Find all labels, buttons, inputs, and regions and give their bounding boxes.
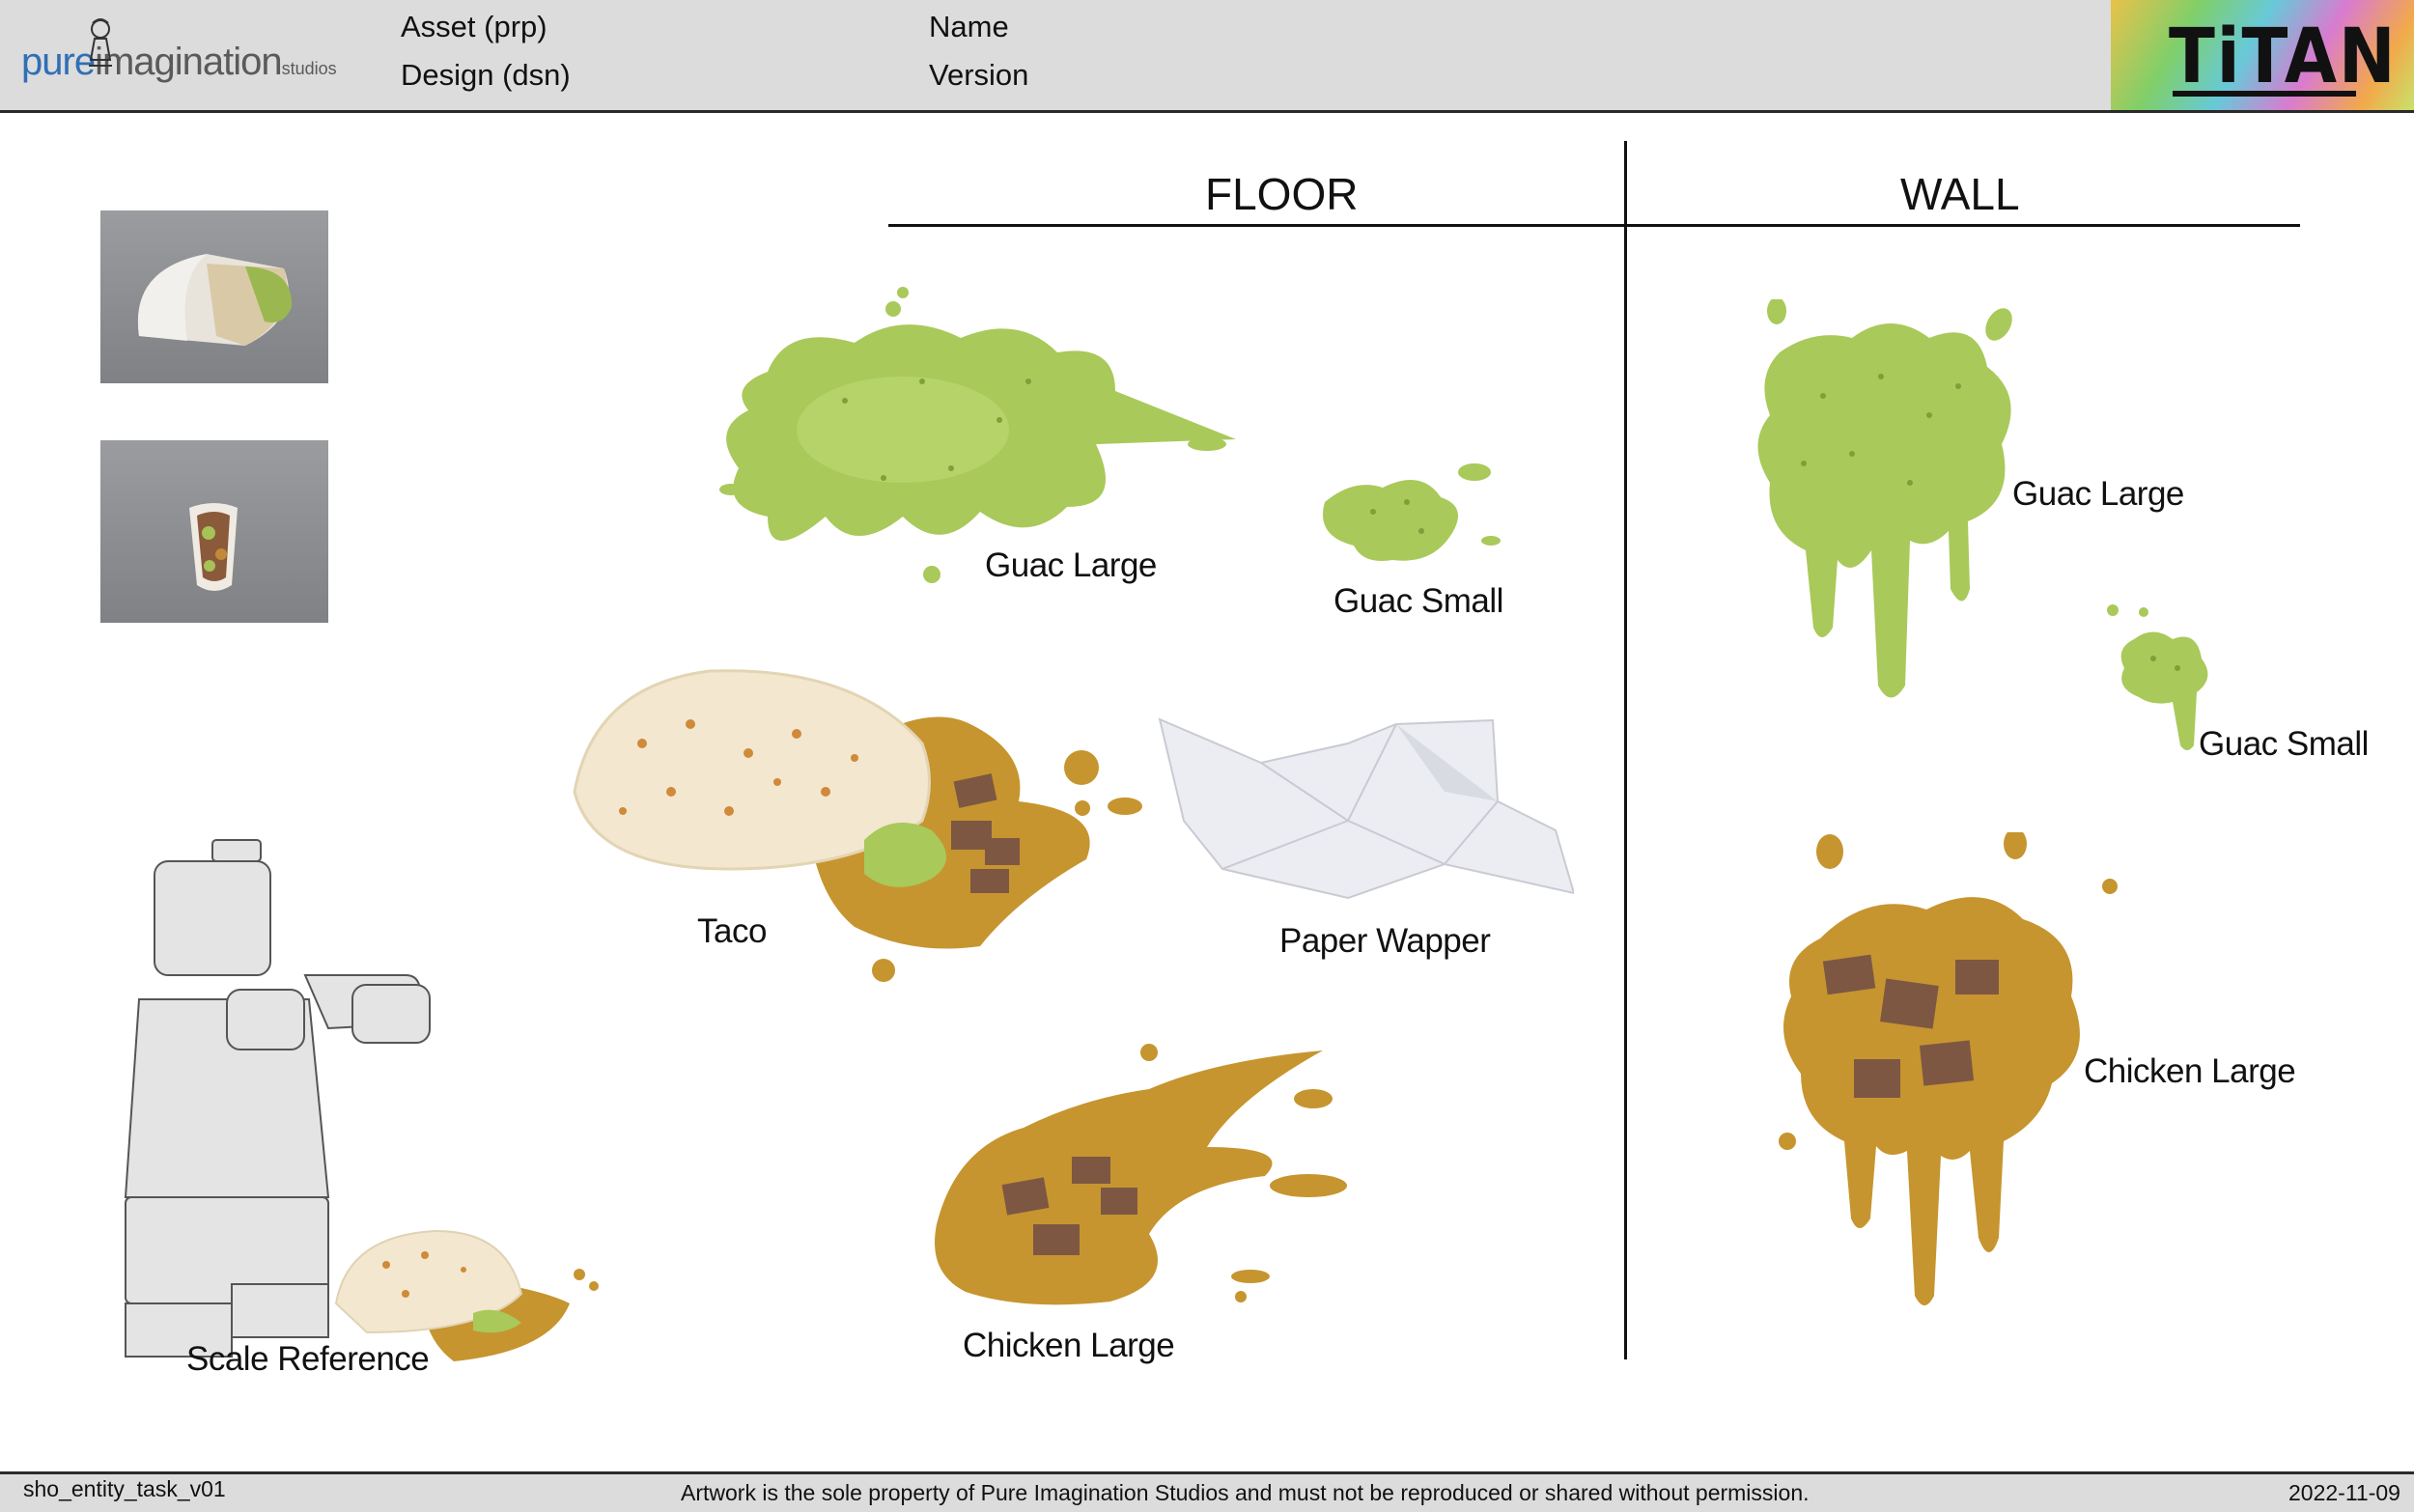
studio-logo: pureimaginationstudios <box>21 17 337 95</box>
wall-guac-large-label: Guac Large <box>2012 475 2184 513</box>
mascot-icon <box>89 18 112 67</box>
minifigure-scale-icon <box>124 839 431 1358</box>
floor-guac-small-image <box>1323 463 1501 561</box>
name-label: Name <box>929 10 1009 43</box>
wall-guac-small-label: Guac Small <box>2199 725 2369 763</box>
floor-paper-wrapper-label: Paper Wapper <box>1279 922 1491 960</box>
taco-thumbnail-side <box>100 210 328 383</box>
taco-front-image <box>189 503 238 591</box>
heading-underline <box>888 224 2300 227</box>
wall-chicken-large-image <box>1779 832 2118 1305</box>
logo-pure: pure <box>21 41 96 83</box>
floor-chicken-large-label: Chicken Large <box>963 1327 1175 1364</box>
wall-chicken-large-label: Chicken Large <box>2084 1052 2296 1090</box>
logo-wordmark: pureimaginationstudios <box>21 41 337 84</box>
wall-heading: WALL <box>1900 169 2020 219</box>
asset-type-label: Asset (prp) <box>401 10 547 43</box>
header-bar: pureimaginationstudios Asset (prp) Desig… <box>0 0 2414 113</box>
floor-taco-label: Taco <box>697 912 767 950</box>
floor-guac-large-image <box>719 287 1236 583</box>
floor-heading: FLOOR <box>1205 169 1359 219</box>
taco-thumbnail-front <box>100 440 328 623</box>
floor-guac-small-label: Guac Small <box>1333 582 1503 620</box>
design-type-label: Design (dsn) <box>401 58 571 92</box>
wall-guac-small-image <box>2107 604 2208 750</box>
titan-wordmark: TiTAN <box>2169 14 2398 100</box>
taco-side-image <box>137 254 293 346</box>
date-text: 2022-11-09 <box>2288 1480 2400 1505</box>
titan-underline <box>2173 91 2356 97</box>
copyright-notice: Artwork is the sole property of Pure Ima… <box>681 1480 1810 1505</box>
floor-chicken-large-image <box>935 1044 1347 1305</box>
floor-guac-large-label: Guac Large <box>985 546 1157 584</box>
floor-paper-wrapper-image <box>1158 717 1574 900</box>
floor-taco-image <box>573 669 1142 982</box>
task-id-text: sho_entity_task_v01 <box>23 1476 226 1501</box>
logo-studios: studios <box>281 59 337 78</box>
wall-guac-large-image <box>1757 299 2012 698</box>
scale-reference-label: Scale Reference <box>186 1340 430 1378</box>
version-label: Version <box>929 58 1029 92</box>
logo-imagination: imagination <box>95 41 283 83</box>
taco-scale-image <box>334 1229 599 1361</box>
floor-wall-divider <box>1624 141 1627 1359</box>
footer-bar: sho_entity_task_v01 Artwork is the sole … <box>0 1471 2414 1512</box>
titan-brand-logo: TiTAN <box>2111 0 2414 110</box>
